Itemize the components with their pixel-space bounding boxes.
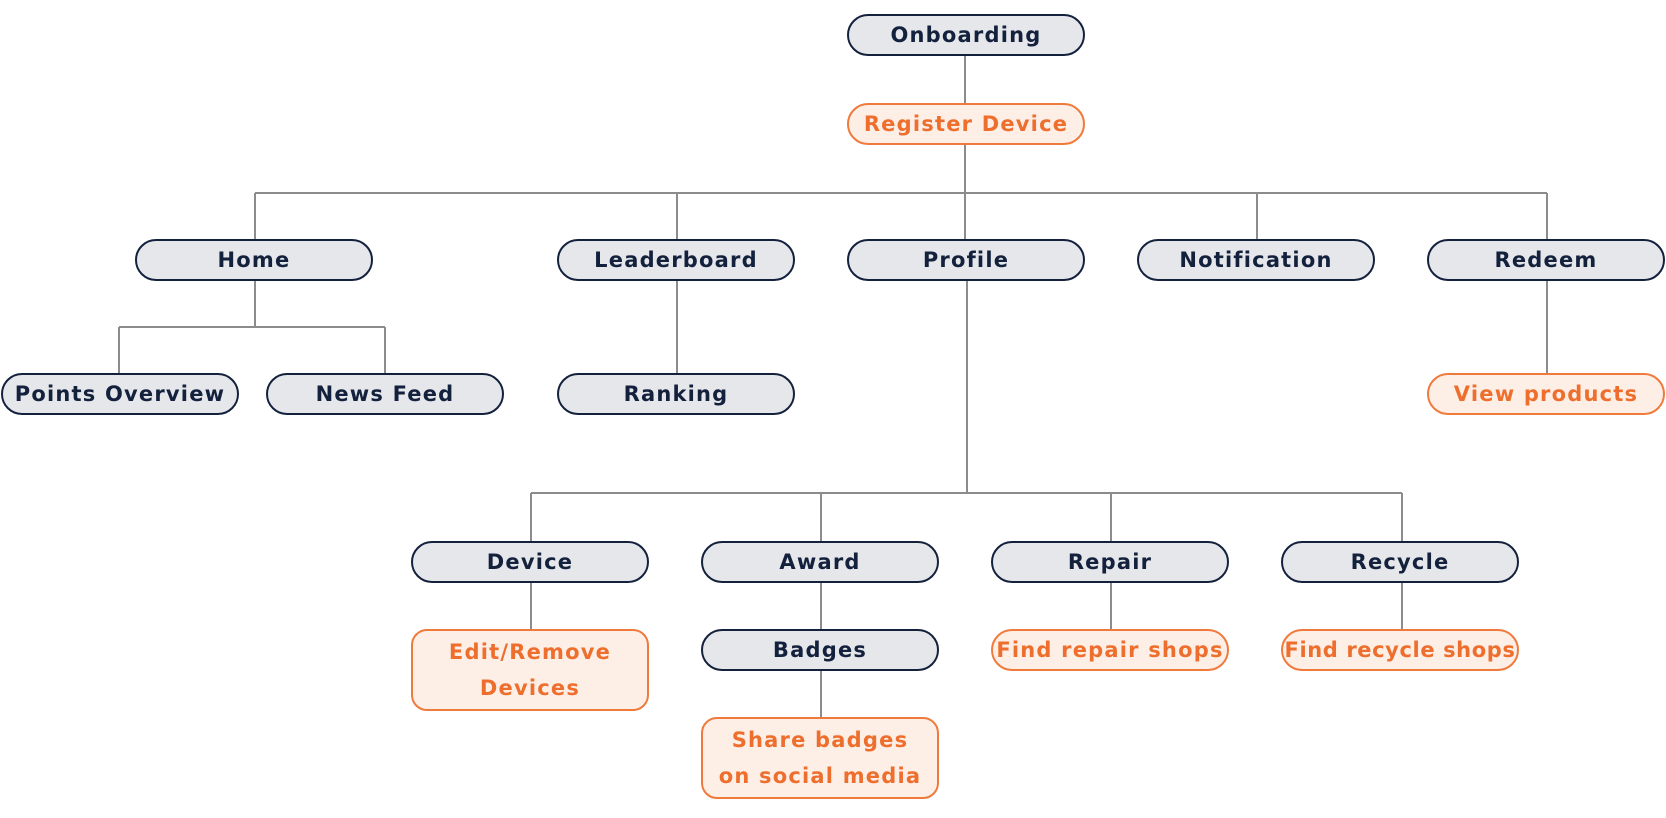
- node-view-products[interactable]: View products: [1427, 373, 1665, 415]
- node-award[interactable]: Award: [701, 541, 939, 583]
- node-news-feed[interactable]: News Feed: [266, 373, 504, 415]
- node-leaderboard[interactable]: Leaderboard: [557, 239, 795, 281]
- node-badges[interactable]: Badges: [701, 629, 939, 671]
- node-notification[interactable]: Notification: [1137, 239, 1375, 281]
- node-repair[interactable]: Repair: [991, 541, 1229, 583]
- node-find-repair-shops[interactable]: Find repair shops: [991, 629, 1229, 671]
- node-ranking[interactable]: Ranking: [557, 373, 795, 415]
- node-share-badges[interactable]: Share badges on social media: [701, 717, 939, 799]
- node-device[interactable]: Device: [411, 541, 649, 583]
- node-home[interactable]: Home: [135, 239, 373, 281]
- node-onboarding[interactable]: Onboarding: [847, 14, 1085, 56]
- node-redeem[interactable]: Redeem: [1427, 239, 1665, 281]
- node-find-recycle-shops[interactable]: Find recycle shops: [1281, 629, 1519, 671]
- node-edit-remove-devices[interactable]: Edit/Remove Devices: [411, 629, 649, 711]
- node-recycle[interactable]: Recycle: [1281, 541, 1519, 583]
- node-points-overview[interactable]: Points Overview: [1, 373, 239, 415]
- node-register-device[interactable]: Register Device: [847, 103, 1085, 145]
- node-profile[interactable]: Profile: [847, 239, 1085, 281]
